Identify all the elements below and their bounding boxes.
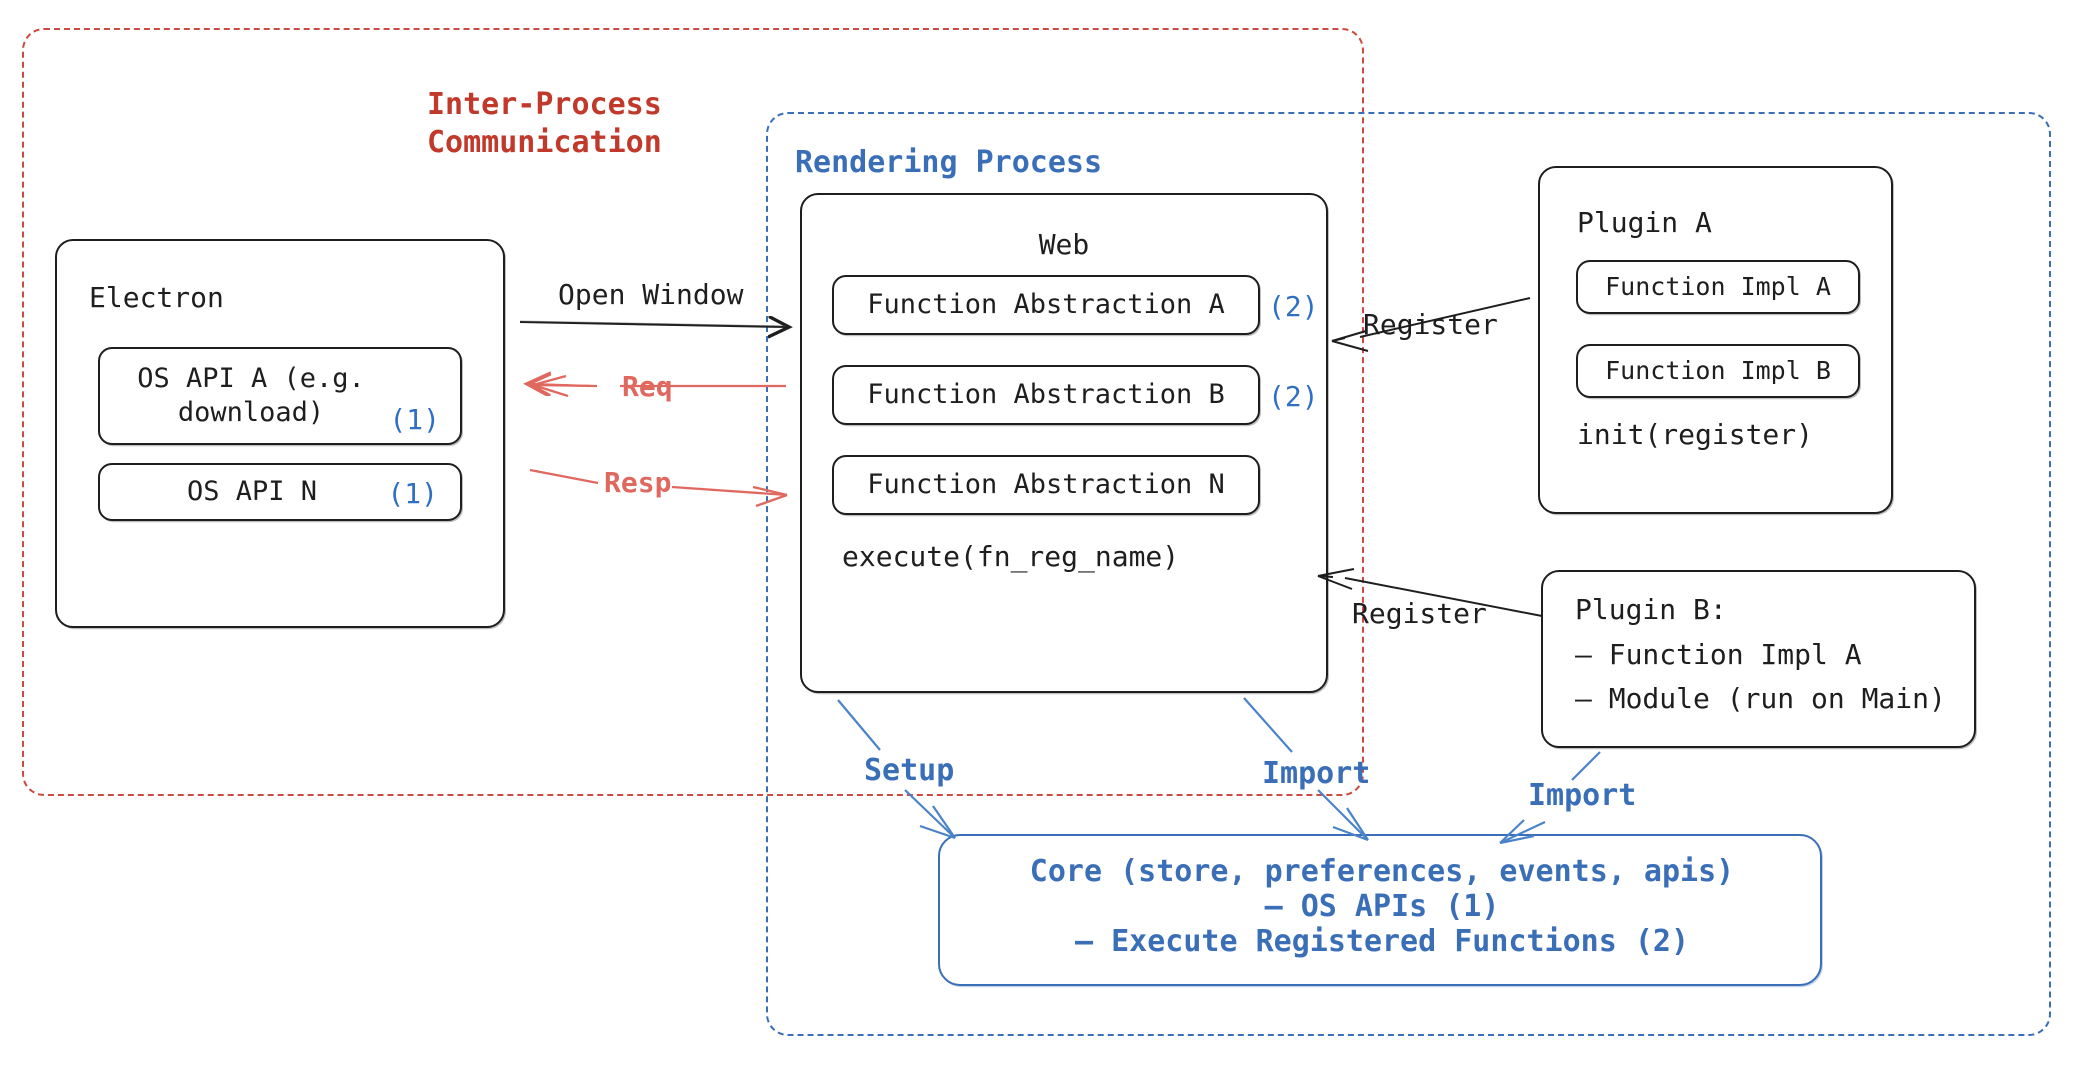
core-box[interactable]: Core (store, preferences, events, apis) … xyxy=(938,834,1822,986)
plugin-a-box[interactable]: Plugin A Function Impl A Function Impl B… xyxy=(1538,166,1893,514)
function-abstraction-n-box[interactable]: Function Abstraction N xyxy=(832,455,1260,515)
edge-label-req: Req xyxy=(622,370,673,403)
core-line-1: Core (store, preferences, events, apis) xyxy=(1029,854,1735,889)
function-abstraction-b-badge: (2) xyxy=(1268,380,1319,413)
core-line-3: — Execute Registered Functions (2) xyxy=(1074,924,1690,959)
web-title: Web xyxy=(1038,228,1090,261)
function-abstraction-b-label: Function Abstraction B xyxy=(867,379,1225,410)
plugin-a-function-impl-b-label: Function Impl B xyxy=(1605,356,1831,385)
edge-label-register-plugin-b: Register xyxy=(1352,597,1487,630)
edge-label-setup: Setup xyxy=(864,753,955,788)
os-api-a-badge: (1) xyxy=(389,403,440,436)
os-api-n-box[interactable]: OS API N (1) xyxy=(98,463,462,521)
os-api-a-label: OS API A (e.g. download) xyxy=(137,363,365,428)
ipc-label: Inter-Process Communication xyxy=(427,87,662,160)
os-api-n-label: OS API N xyxy=(186,476,318,507)
plugin-a-function-impl-b-box[interactable]: Function Impl B xyxy=(1576,344,1860,398)
electron-box[interactable]: Electron OS API A (e.g. download) (1) OS… xyxy=(55,239,505,628)
os-api-a-box[interactable]: OS API A (e.g. download) (1) xyxy=(98,347,462,445)
function-abstraction-a-label: Function Abstraction A xyxy=(867,289,1225,320)
plugin-b-line-1: Plugin B: xyxy=(1575,593,1727,626)
function-abstraction-b-box[interactable]: Function Abstraction B xyxy=(832,365,1260,425)
plugin-a-function-impl-a-label: Function Impl A xyxy=(1605,272,1831,301)
os-api-n-badge: (1) xyxy=(387,477,438,510)
edge-label-open-window: Open Window xyxy=(558,278,744,311)
function-abstraction-a-badge: (2) xyxy=(1268,290,1319,323)
function-abstraction-a-box[interactable]: Function Abstraction A xyxy=(832,275,1260,335)
core-line-2: — OS APIs (1) xyxy=(1264,889,1500,924)
container-inter-process-communication xyxy=(22,28,1364,796)
rendering-process-label: Rendering Process xyxy=(795,145,1103,180)
edge-label-import-web: Import xyxy=(1262,756,1371,791)
web-footer: execute(fn_reg_name) xyxy=(842,540,1180,573)
electron-title: Electron xyxy=(89,281,224,314)
plugin-b-line-2: — Function Impl A xyxy=(1575,638,1862,671)
web-box[interactable]: Web Function Abstraction A (2) Function … xyxy=(800,193,1328,693)
plugin-b-line-3: — Module (run on Main) xyxy=(1575,682,1946,715)
edge-label-register-plugin-a: Register xyxy=(1363,308,1498,341)
edge-label-resp: Resp xyxy=(604,466,672,499)
function-abstraction-n-label: Function Abstraction N xyxy=(867,469,1225,500)
plugin-a-title: Plugin A xyxy=(1577,206,1712,239)
container-rendering-process xyxy=(766,112,2051,1036)
plugin-a-footer: init(register) xyxy=(1577,418,1814,451)
plugin-a-function-impl-a-box[interactable]: Function Impl A xyxy=(1576,260,1860,314)
plugin-b-box[interactable]: Plugin B: — Function Impl A — Module (ru… xyxy=(1541,570,1976,748)
edge-label-import-plugin-b: Import xyxy=(1528,778,1637,813)
